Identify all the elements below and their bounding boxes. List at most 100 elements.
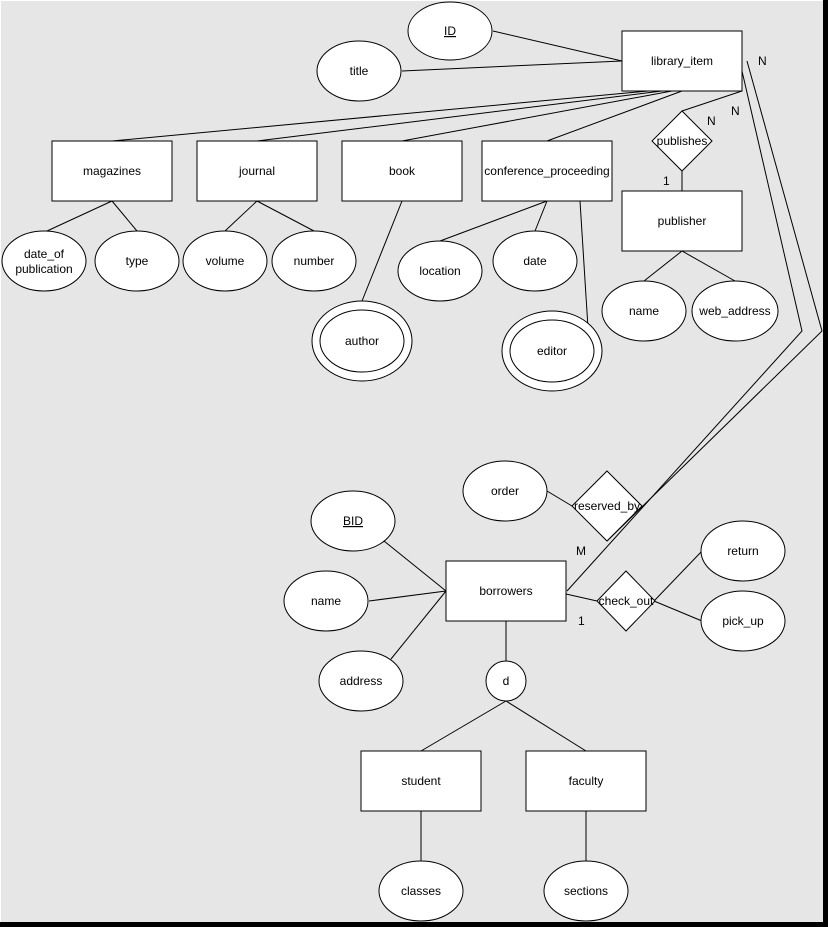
entity-magazines-label: magazines — [83, 164, 141, 178]
entity-library-item[interactable]: library_item — [621, 30, 743, 92]
connector-library-item-publishes — [681, 90, 743, 112]
attribute-web-address-label: web_address — [698, 304, 770, 318]
entity-faculty[interactable]: faculty — [525, 750, 647, 812]
connector-journal-number — [256, 200, 315, 232]
attribute-author-multivalued[interactable]: author — [311, 300, 413, 382]
attribute-classes-label: classes — [401, 884, 441, 898]
connector-publisher-name — [643, 250, 683, 282]
relationship-publishes[interactable]: publishes — [651, 110, 713, 172]
connector-library-item-book — [401, 90, 673, 142]
entity-publisher-label: publisher — [658, 214, 707, 228]
connector-conference-proceeding-editor — [579, 200, 589, 329]
connector-name-borrowers — [368, 590, 447, 602]
attribute-id-label: ID — [444, 24, 456, 38]
entity-book-box — [341, 140, 463, 202]
cardinality-publishes-1: 1 — [663, 174, 670, 188]
attribute-type-ellipse — [94, 230, 180, 292]
attribute-volume-ellipse — [182, 230, 268, 292]
attribute-title-ellipse — [316, 40, 402, 102]
attribute-borrower-name[interactable]: name — [283, 570, 369, 632]
attribute-date-of-publication-label-line1: date_of — [24, 247, 65, 261]
attribute-order[interactable]: order — [462, 460, 548, 522]
entity-student[interactable]: student — [360, 750, 482, 812]
window-frame-bottom-edge — [0, 922, 828, 927]
relationship-check-out-diamond — [596, 570, 656, 632]
cardinality-publishes-n: N — [707, 114, 716, 128]
attribute-number-ellipse — [271, 230, 357, 292]
entity-magazines-box — [51, 140, 173, 202]
attribute-return-label: return — [727, 544, 758, 558]
entity-journal-label: journal — [238, 164, 275, 178]
relationship-reserved-by-diamond — [571, 470, 643, 542]
connector-conference-proceeding-date — [534, 200, 548, 232]
attribute-sections[interactable]: sections — [543, 860, 629, 922]
attribute-date-of-publication[interactable]: date_of publication — [1, 230, 87, 292]
connector-magazines-date-of-publication — [46, 200, 113, 232]
connector-book-author — [361, 200, 403, 302]
attribute-publisher-name-label: name — [629, 304, 659, 318]
disjoint-circle — [485, 660, 527, 702]
entity-faculty-box — [525, 750, 647, 812]
entity-student-label: student — [401, 774, 441, 788]
attribute-volume[interactable]: volume — [182, 230, 268, 292]
attribute-classes[interactable]: classes — [378, 860, 464, 922]
attribute-type[interactable]: type — [94, 230, 180, 292]
connector-disjoint-faculty — [505, 700, 587, 752]
attribute-date-of-publication-ellipse — [1, 230, 87, 292]
connector-library-item-reserved-by — [566, 70, 803, 592]
connector-publisher-web-address — [681, 250, 736, 282]
relationship-check-out[interactable]: check_out — [596, 570, 656, 632]
attribute-return[interactable]: return — [700, 520, 786, 582]
connector-library-item-conference-proceeding — [546, 90, 683, 142]
disjoint-label: d — [503, 674, 510, 688]
entity-book[interactable]: book — [341, 140, 463, 202]
cardinality-publishes-n-outer: N — [731, 104, 740, 118]
connector-lines — [46, 30, 823, 861]
attribute-title-label: title — [350, 64, 369, 78]
attribute-order-ellipse — [462, 460, 548, 522]
connector-check-out-return — [653, 550, 703, 602]
entity-borrowers-box — [445, 560, 567, 622]
connector-title-library-item — [401, 60, 623, 72]
attribute-id-ellipse — [407, 1, 493, 61]
attribute-web-address[interactable]: web_address — [691, 280, 779, 342]
entity-book-label: book — [389, 164, 416, 178]
attribute-classes-ellipse — [378, 860, 464, 922]
attribute-bid-label: BID — [343, 514, 363, 528]
entity-student-box — [360, 750, 482, 812]
cardinality-reserved-by-m: M — [576, 544, 586, 558]
disjoint-specialization[interactable]: d — [485, 660, 527, 702]
attribute-pick-up[interactable]: pick_up — [700, 590, 786, 652]
attribute-editor-multivalued[interactable]: editor — [501, 310, 603, 392]
cardinality-library-item-outer: N — [758, 54, 767, 68]
attribute-pick-up-ellipse — [700, 590, 786, 652]
attribute-date-label: date — [523, 254, 547, 268]
entity-magazines[interactable]: magazines — [51, 140, 173, 202]
relationship-reserved-by-label: reserved_by — [574, 499, 640, 513]
attribute-bid-ellipse — [310, 490, 396, 552]
attribute-title[interactable]: title — [316, 40, 402, 102]
entity-borrowers[interactable]: borrowers — [445, 560, 567, 622]
entity-conference-proceeding[interactable]: conference_proceeding — [481, 140, 613, 202]
attribute-borrower-name-label: name — [311, 594, 341, 608]
attribute-id[interactable]: ID — [407, 1, 493, 61]
entity-borrowers-label: borrowers — [479, 584, 532, 598]
entity-publisher[interactable]: publisher — [621, 190, 743, 252]
attribute-date[interactable]: date — [492, 230, 578, 292]
entity-publisher-box — [621, 190, 743, 252]
cardinality-check-out-1: 1 — [578, 614, 585, 628]
attribute-date-of-publication-label-line2: publication — [15, 262, 72, 276]
attribute-publisher-name[interactable]: name — [601, 280, 687, 342]
entity-library-item-label: library_item — [651, 54, 713, 68]
attribute-address[interactable]: address — [318, 650, 404, 712]
attribute-bid[interactable]: BID — [310, 490, 396, 552]
connector-id-library-item — [492, 30, 623, 62]
relationship-reserved-by[interactable]: reserved_by — [571, 470, 643, 542]
attribute-number[interactable]: number — [271, 230, 357, 292]
connector-library-item-magazines — [111, 90, 649, 142]
attribute-web-address-ellipse — [691, 280, 779, 342]
relationship-publishes-label: publishes — [657, 134, 708, 148]
attribute-address-label: address — [340, 674, 383, 688]
entity-journal[interactable]: journal — [196, 140, 318, 202]
attribute-location[interactable]: location — [397, 240, 483, 302]
